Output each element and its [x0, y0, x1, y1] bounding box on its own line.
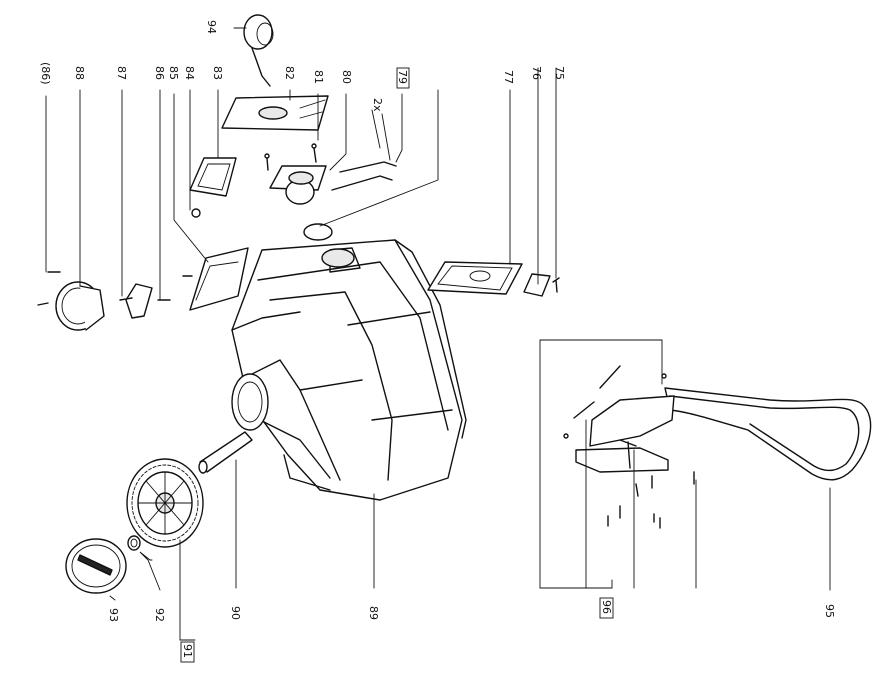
label-2x: 2x [371, 98, 384, 112]
pin-screws [157, 275, 193, 301]
label-96: 96 [600, 600, 613, 614]
handle-screws [563, 365, 695, 529]
handle-knob [243, 14, 274, 87]
leader-lines [45, 27, 831, 641]
springs-pair [331, 161, 397, 191]
washer [127, 535, 141, 551]
screws-pair [264, 143, 317, 171]
label-75: 75 [553, 66, 566, 80]
label-84: 84 [183, 66, 196, 80]
cover-plate [221, 95, 329, 131]
label-81: 81 [312, 70, 325, 84]
switch-module [189, 157, 237, 218]
label-79: 79 [396, 70, 409, 84]
motor-housing [269, 165, 327, 205]
ring-seal [303, 223, 333, 241]
label-94: 94 [205, 20, 218, 34]
label-89: 89 [367, 606, 380, 620]
label-90: 90 [229, 606, 242, 620]
label-76: 76 [530, 66, 543, 80]
main-container-body [231, 239, 467, 501]
front-wheel [126, 458, 204, 548]
label-91-box [180, 641, 195, 663]
label-91: 91 [181, 644, 194, 658]
label-83: 83 [211, 66, 224, 80]
handle-frame-box [539, 339, 663, 589]
filter-plate [427, 261, 523, 295]
knob [119, 283, 153, 319]
label-95: 95 [823, 604, 836, 618]
part-labels: 75 76 77 79 2x 80 81 82 83 84 85 86 87 8… [39, 20, 836, 663]
label-82: 82 [283, 66, 296, 80]
label-87: 87 [115, 66, 128, 80]
round-filter [37, 271, 105, 331]
label-93: 93 [107, 608, 120, 622]
label-85: 85 [167, 66, 180, 80]
label-79-box [396, 67, 410, 89]
label-77: 77 [502, 70, 515, 84]
hub-cap [65, 538, 127, 594]
handle-tube [575, 387, 872, 481]
label-80: 80 [340, 70, 353, 84]
latch-clip [523, 273, 551, 297]
rear-wheel [231, 373, 269, 431]
label-88: 88 [73, 66, 86, 80]
bracket [189, 247, 249, 311]
label-86: 86 [153, 66, 166, 80]
small-screw [552, 277, 560, 293]
label-96-box [599, 597, 614, 619]
label-86-paren: (86) [39, 62, 52, 85]
label-92: 92 [153, 608, 166, 622]
axle-rod [198, 431, 253, 474]
